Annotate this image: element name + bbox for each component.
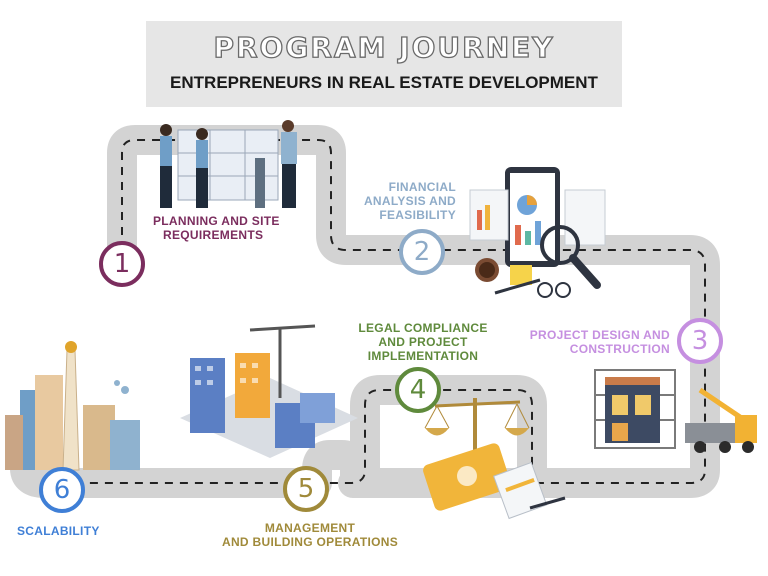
step-6-number: 6 xyxy=(53,475,71,505)
step-5-number: 5 xyxy=(297,474,315,504)
management-illustration xyxy=(180,324,358,458)
road-center-dashes xyxy=(45,139,706,484)
financial-illustration xyxy=(469,167,606,298)
step-1-label-line: PLANNING AND SITE xyxy=(153,214,280,228)
planning-illustration xyxy=(160,120,297,208)
step-5-label: MANAGEMENT AND BUILDING OPERATIONS xyxy=(205,521,415,549)
step-5-label-line: AND BUILDING OPERATIONS xyxy=(221,535,398,549)
step-4-label: LEGAL COMPLIANCE AND PROJECT IMPLEMENTAT… xyxy=(348,321,498,363)
step-4-label-line: LEGAL COMPLIANCE xyxy=(358,321,488,335)
step-2-label: FINANCIAL ANALYSIS AND FEASIBILITY xyxy=(356,180,456,222)
step-2-number: 2 xyxy=(413,237,431,267)
step-4-label-line: AND PROJECT xyxy=(378,335,468,349)
step-3-label: PROJECT DESIGN AND CONSTRUCTION xyxy=(520,328,670,356)
step-2-badge: 2 xyxy=(399,229,445,275)
step-6-label: SCALABILITY xyxy=(17,524,117,538)
step-1-label: PLANNING AND SITE REQUIREMENTS xyxy=(153,214,313,242)
step-4-badge: 4 xyxy=(395,367,441,413)
header-banner: PROGRAM JOURNEY ENTREPRENEURS IN REAL ES… xyxy=(146,21,622,107)
construction-illustration xyxy=(594,369,757,453)
legal-illustration xyxy=(423,398,566,520)
step-5-label-line: MANAGEMENT xyxy=(264,521,356,535)
page-title: PROGRAM JOURNEY xyxy=(213,30,555,64)
scalability-illustration xyxy=(5,341,140,471)
page-subtitle: ENTREPRENEURS IN REAL ESTATE DEVELOPMENT xyxy=(170,73,598,92)
step-5-badge: 5 xyxy=(283,466,329,512)
step-3-label-line: CONSTRUCTION xyxy=(569,342,670,356)
step-1-label-line: REQUIREMENTS xyxy=(163,228,264,242)
step-2-label-line: ANALYSIS AND xyxy=(363,194,456,208)
step-3-label-line: PROJECT DESIGN AND xyxy=(529,328,670,342)
step-3-badge: 3 xyxy=(677,318,723,364)
step-2-label-line: FEASIBILITY xyxy=(379,208,456,222)
step-2-label-line: FINANCIAL xyxy=(388,180,456,194)
step-6-badge: 6 xyxy=(39,467,85,513)
step-4-number: 4 xyxy=(409,375,427,405)
step-4-label-line: IMPLEMENTATION xyxy=(367,349,479,363)
step-1-number: 1 xyxy=(113,249,131,279)
step-6-label-line: SCALABILITY xyxy=(17,524,100,538)
step-3-number: 3 xyxy=(691,326,709,356)
step-1-badge: 1 xyxy=(99,241,145,287)
